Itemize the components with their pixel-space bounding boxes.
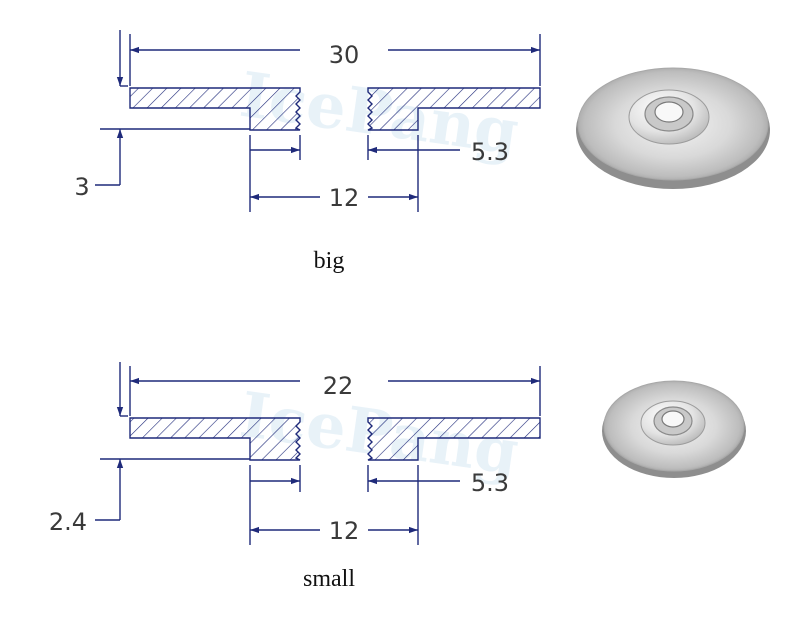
big-washer-drawing — [95, 30, 541, 212]
small-section-left — [129, 417, 301, 461]
small-washer-drawing — [95, 362, 541, 545]
big-section-right — [367, 87, 541, 131]
big-caption: big — [314, 248, 345, 274]
small-dim-thickness: 2.4 — [49, 508, 87, 536]
small-section-right — [367, 417, 541, 461]
big-dim-hole: 5.3 — [471, 138, 509, 166]
small-caption: small — [303, 566, 355, 592]
small-washer-image — [602, 380, 746, 478]
big-dim-thickness: 3 — [74, 173, 89, 201]
big-section-left — [129, 87, 301, 131]
small-dim-overall: 22 — [323, 372, 354, 400]
small-dim-boss: 12 — [329, 517, 360, 545]
small-dim-hole: 5.3 — [471, 469, 509, 497]
big-dim-boss: 12 — [329, 184, 360, 212]
big-washer-image — [576, 67, 770, 189]
big-dim-overall: 30 — [329, 41, 360, 69]
